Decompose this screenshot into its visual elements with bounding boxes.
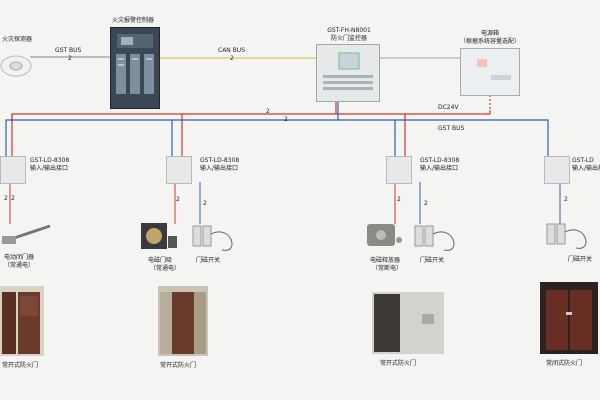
wire-count-1: 2: [68, 55, 72, 62]
power-box-icon: [460, 48, 520, 96]
wire-count-6: 2: [11, 195, 15, 202]
io-name-4: 输入/输出接口: [572, 165, 600, 172]
wire-count-2: 2: [230, 55, 234, 62]
wire-count-5: 2: [4, 195, 8, 202]
wire-count-9: 2: [397, 196, 401, 203]
io-name-1: 输入/输出接口: [30, 165, 69, 172]
magnet-note: （常通电）: [150, 265, 181, 272]
power-title: 电源箱: [480, 30, 499, 37]
door-label-3: 常开式防火门: [380, 360, 417, 367]
door-controller-icon: [316, 44, 380, 102]
door-label-1: 常开式防火门: [2, 362, 39, 369]
door-switch-3: 门磁开关: [568, 256, 593, 263]
power-sub: （根据系统容量选配）: [459, 38, 520, 45]
io-model-3: GST-LD-8308: [420, 157, 460, 164]
io-model-1: GST-LD-8308: [30, 157, 70, 164]
io-model-4: GST-LD: [572, 157, 594, 164]
can-bus-label: CAN BUS: [218, 47, 246, 54]
io-model-2: GST-LD-8308: [200, 157, 240, 164]
door-switch-1: 门磁开关: [196, 257, 221, 264]
fire-door-icon: [372, 292, 444, 354]
fire-panel-icon: [110, 27, 160, 109]
smoke-detector-icon: [0, 52, 32, 80]
wire-count-8: 2: [203, 200, 207, 207]
io-name-2: 输入/输出接口: [200, 165, 239, 172]
electromagnetic-holder-icon: [140, 222, 178, 252]
door-label-4: 常闭式防火门: [546, 360, 583, 367]
wire-count-10: 2: [424, 200, 428, 207]
wire-count-4: 2: [284, 116, 288, 123]
door-switch-icon: [414, 224, 464, 252]
fire-door-icon: [158, 286, 208, 356]
door-switch-2: 门磁开关: [420, 257, 445, 264]
door-closer-icon: [0, 220, 52, 248]
release-name: 电磁释放器: [370, 257, 401, 264]
io-name-3: 输入/输出接口: [420, 165, 459, 172]
door-switch-icon: [192, 224, 242, 252]
wire-count-11: 2: [564, 196, 568, 203]
gst-bus-mid-label: GST BUS: [438, 125, 465, 132]
gst-bus-top-label: GST BUS: [55, 47, 82, 54]
door-controller-model: GST-FH-N8001: [327, 27, 371, 34]
fire-door-icon: [0, 286, 44, 356]
wire-count-7: 2: [176, 196, 180, 203]
closer-note: （常通电）: [4, 262, 35, 269]
electromagnetic-release-icon: [366, 222, 404, 252]
door-switch-icon: [546, 222, 596, 250]
io-module-icon: [0, 156, 26, 184]
io-module-icon: [544, 156, 570, 184]
dc24v-label: DC24V: [438, 104, 459, 111]
release-note: （常断电）: [372, 265, 403, 272]
wire-count-3: 2: [266, 108, 270, 115]
door-controller-name: 防火门监控器: [330, 35, 367, 42]
magnet-name: 电磁门吸: [148, 257, 173, 264]
fire-door-icon: [540, 282, 598, 354]
smoke-detector-label: 火灾探测器: [2, 36, 33, 43]
io-module-icon: [166, 156, 192, 184]
fire-panel-label: 火灾报警控制器: [112, 17, 155, 24]
closer-name: 电动闭门器: [4, 254, 35, 261]
gst-bus-blue-trunk: [5, 119, 549, 160]
door-label-2: 常开式防火门: [160, 362, 197, 369]
io-module-icon: [386, 156, 412, 184]
